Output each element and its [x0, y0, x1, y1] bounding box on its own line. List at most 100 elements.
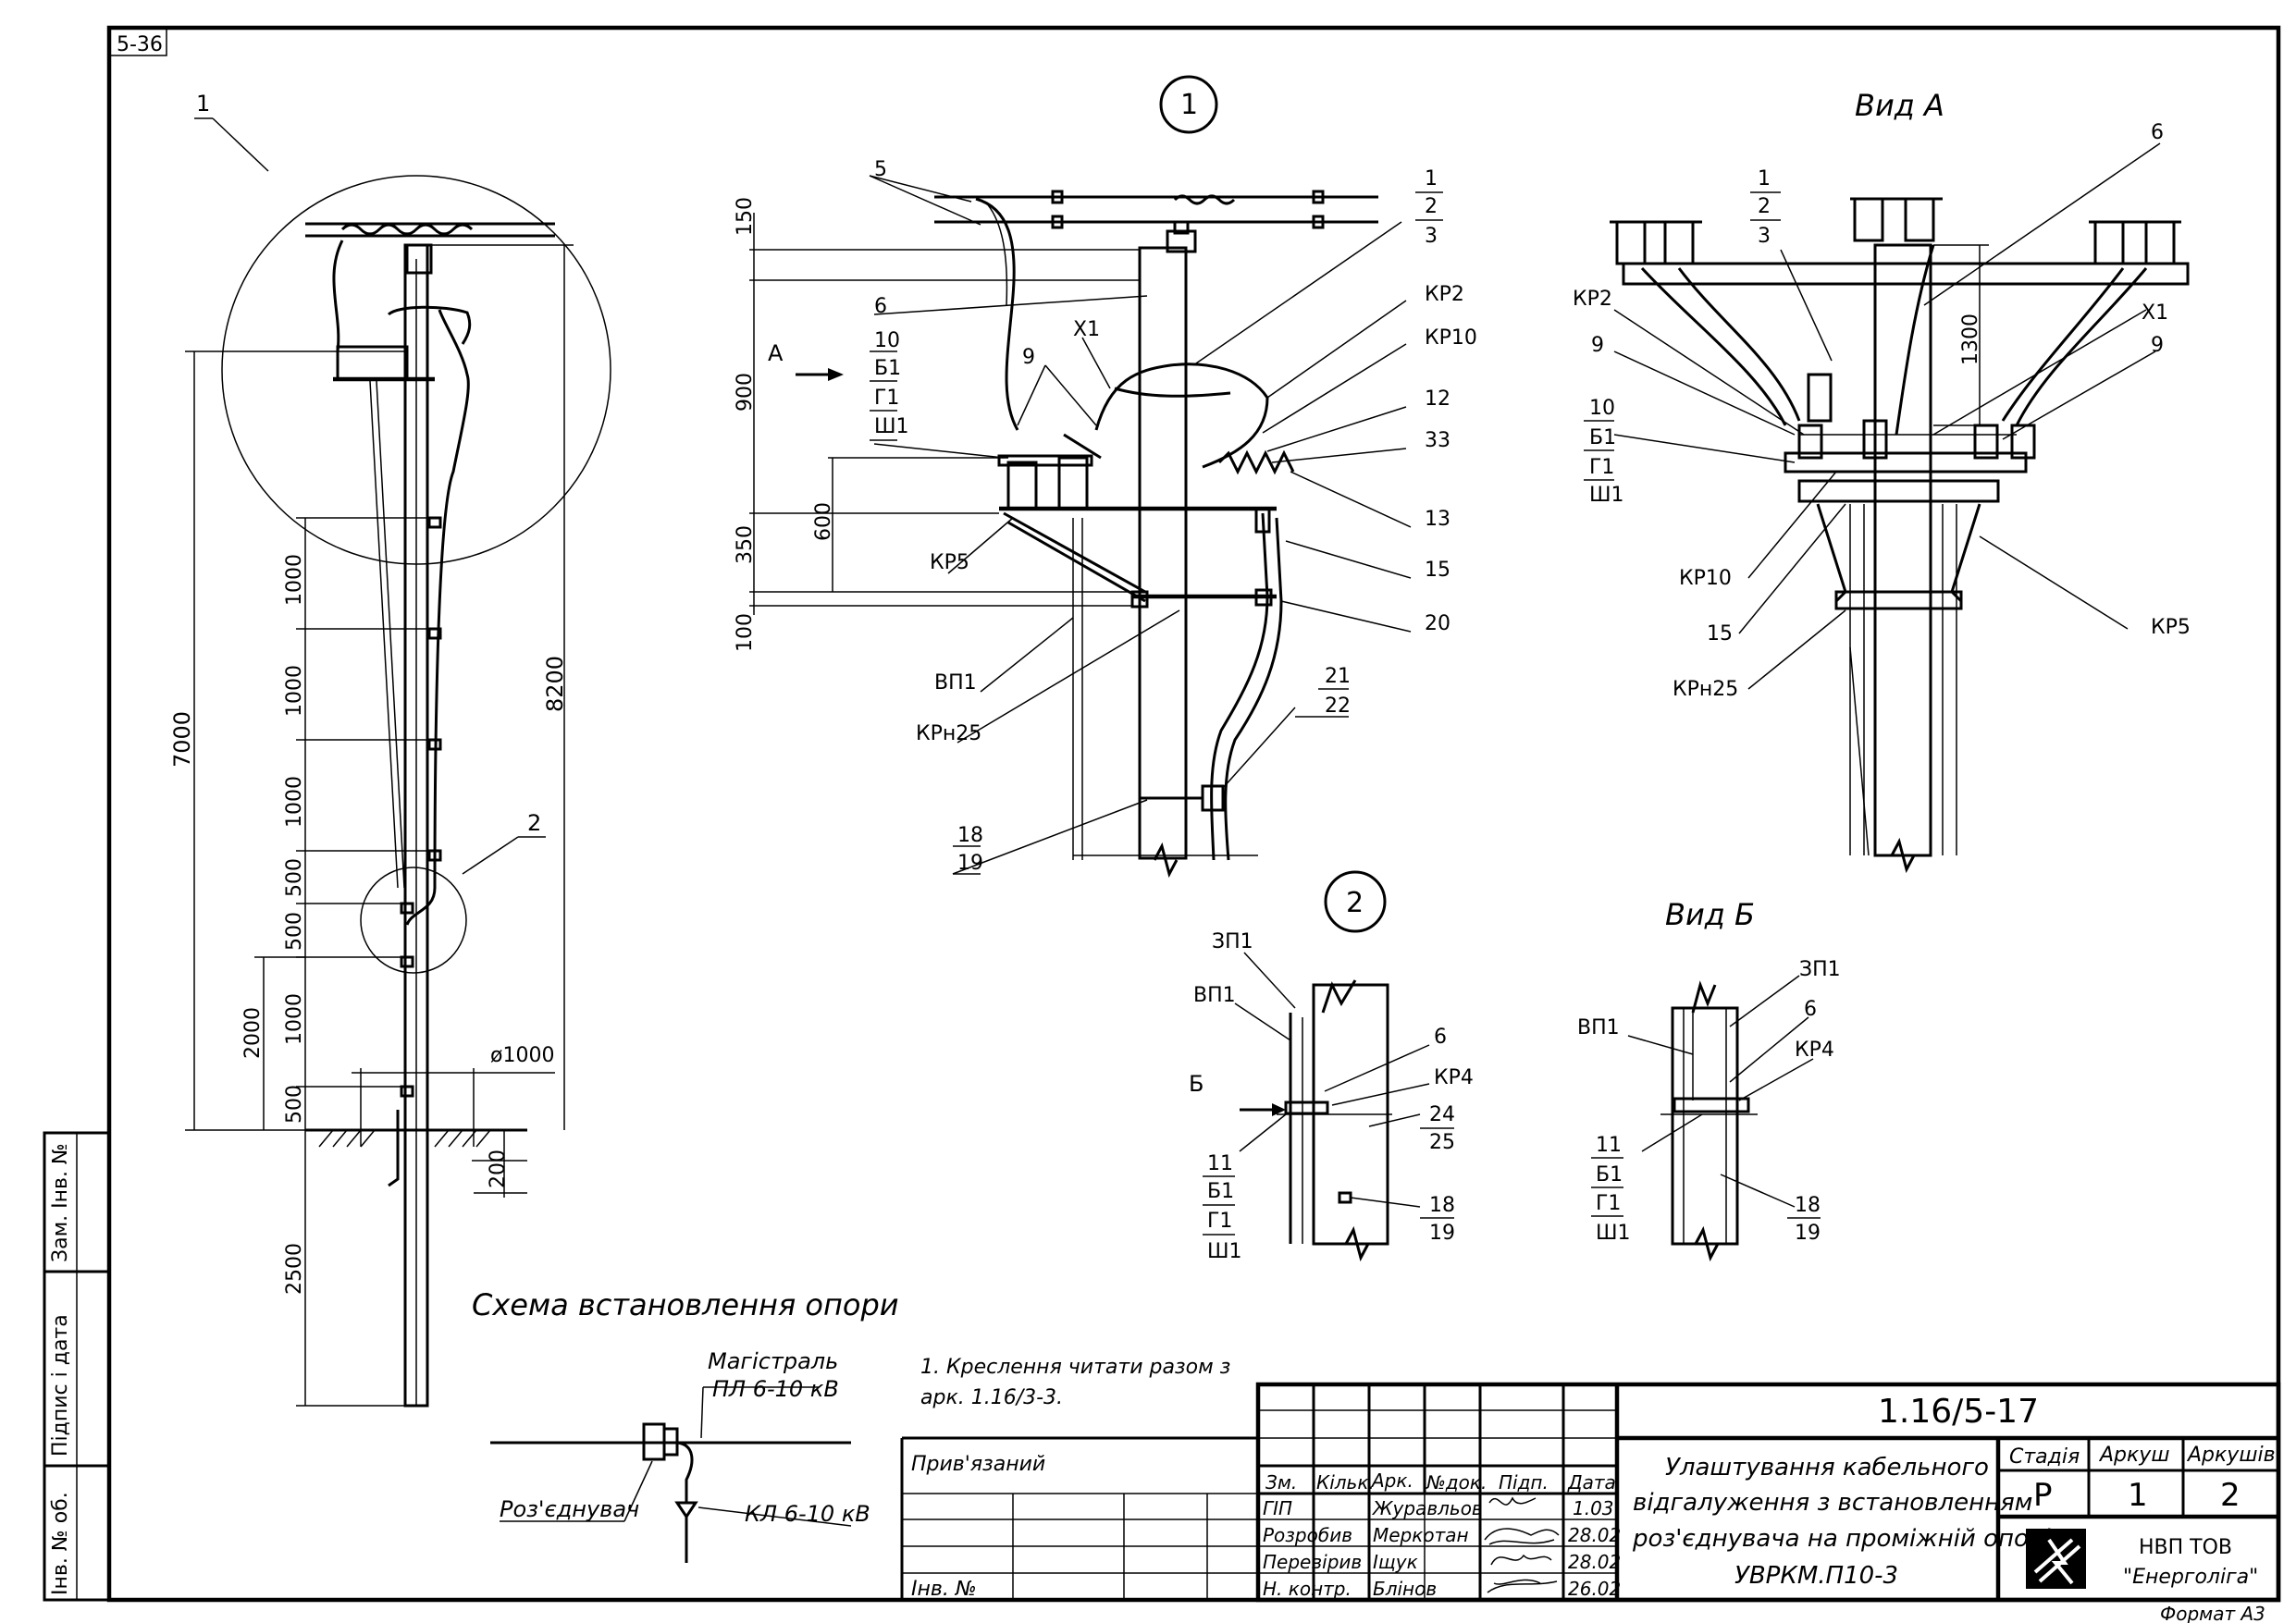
d2-label-zp1: ЗП1	[1212, 930, 1253, 953]
dim-8200: 8200	[542, 656, 568, 712]
d2-arrow-label: Б	[1189, 1071, 1204, 1097]
sheet-code: 5-36	[117, 33, 163, 56]
scheme-disconnector: Роз'єднувач	[500, 1496, 639, 1522]
view-b-label-b1: Б1	[1596, 1163, 1623, 1187]
tb-sheet-value: 1	[2128, 1477, 2148, 1514]
d1-label-15: 15	[1425, 559, 1450, 582]
tb-title-line-1: Улаштування кабельного	[1665, 1454, 1989, 1482]
view-a-label-2: 2	[1758, 195, 1771, 218]
dim-1000-d: 1000	[283, 993, 306, 1045]
installation-scheme: Схема встановлення опори Магістраль ПЛ 6…	[472, 1287, 899, 1563]
d1-arrow-label: А	[768, 340, 784, 366]
d2-label-g1: Г1	[1207, 1210, 1232, 1233]
d2-label-19: 19	[1429, 1222, 1455, 1245]
d1-label-3: 3	[1425, 225, 1438, 248]
dim-diameter: ø1000	[490, 1044, 554, 1067]
tb-title-line-3: роз'єднувача на проміжній опорі	[1632, 1525, 2051, 1553]
d1-label-18: 18	[957, 824, 983, 847]
tb-row1-date: 1.03	[1573, 1497, 1614, 1519]
view-a-label-3: 3	[1758, 225, 1771, 248]
tb-row3-role: Перевірив	[1263, 1551, 1362, 1573]
view-b-label-sh1: Ш1	[1596, 1222, 1631, 1245]
detail-2: 2 Б ЗП1 ВП1 6 КР4 24 25 11 Б1 Г1 Ш1	[1189, 870, 1474, 1263]
note-line-1: 1. Креслення читати разом з	[920, 1356, 1230, 1379]
title-block: Прив'язаний Інв. № 1.16/5-17 Зм. Кільк. …	[900, 1382, 2281, 1623]
d1-label-13: 13	[1425, 508, 1450, 531]
view-a-label-kr5: КР5	[2151, 616, 2191, 639]
d1-label-sh1: Ш1	[874, 415, 909, 438]
d1-label-33: 33	[1425, 429, 1450, 452]
view-a-label-kr10: КР10	[1679, 567, 1732, 590]
d1-label-5: 5	[874, 158, 887, 181]
view-b-label-g1: Г1	[1596, 1192, 1621, 1215]
d2-label-18: 18	[1429, 1194, 1455, 1217]
tb-row2-name: Меркотан	[1373, 1524, 1469, 1546]
view-a-label-kr2: КР2	[1573, 288, 1612, 311]
d2-label-24: 24	[1429, 1103, 1455, 1126]
d2-label-11: 11	[1207, 1152, 1233, 1175]
sheet-frame: 5-36 Зам. Інв. № Підпис і дата Інв. № об…	[43, 25, 2281, 1603]
view-a-dim-1300: 1300	[1959, 314, 1982, 365]
d1-label-22: 22	[1325, 695, 1351, 718]
d1-label-2: 2	[1425, 195, 1438, 218]
dim-7000: 7000	[169, 711, 195, 768]
view-a-label-sh1: Ш1	[1589, 484, 1624, 507]
d2-label-kr4: КР4	[1434, 1066, 1474, 1089]
view-b-label-zp1: ЗП1	[1799, 958, 1841, 981]
dim-500-a: 500	[283, 858, 306, 897]
tb-doc-code: 1.16/5-17	[1878, 1393, 2039, 1431]
d1-label-21: 21	[1325, 665, 1351, 688]
tb-row4-date: 26.02	[1568, 1578, 1621, 1600]
d1-label-20: 20	[1425, 612, 1450, 635]
note: 1. Креслення читати разом з арк. 1.16/3-…	[920, 1356, 1230, 1409]
tb-header-change: Зм.	[1265, 1471, 1297, 1494]
view-a-label-6: 6	[2151, 121, 2164, 144]
tb-inv: Інв. №	[911, 1578, 977, 1601]
d1-pole	[1138, 246, 1188, 860]
view-a-title: Вид А	[1855, 88, 1944, 123]
detail-circle-2	[360, 867, 467, 974]
view-a-label-g1: Г1	[1589, 456, 1614, 479]
view-b-label-kr4: КР4	[1795, 1039, 1834, 1062]
tb-row2-date: 28.02	[1568, 1524, 1621, 1546]
view-a-label-1: 1	[1758, 167, 1771, 191]
d2-label-25: 25	[1429, 1131, 1455, 1154]
d1-label-g1: Г1	[874, 387, 899, 410]
d1-dim-350: 350	[734, 525, 757, 564]
note-line-2: арк. 1.16/3-3.	[920, 1386, 1063, 1409]
d1-label-1: 1	[1425, 167, 1438, 191]
d1-label-b1: Б1	[874, 357, 901, 380]
view-b-label-19: 19	[1795, 1222, 1821, 1245]
view-a-label-krn25: КРн25	[1673, 678, 1738, 701]
side-label-inventory: Інв. № об.	[49, 1492, 72, 1595]
dim-1000-b: 1000	[283, 665, 306, 717]
dim-1000-c: 1000	[283, 776, 306, 828]
view-b-label-11: 11	[1596, 1134, 1622, 1157]
tb-row4-role: Н. контр.	[1263, 1578, 1352, 1600]
d2-label-b1: Б1	[1207, 1180, 1234, 1203]
view-a-label-x1: Х1	[2142, 301, 2168, 325]
view-a-label-9-right: 9	[2151, 334, 2164, 357]
tb-row2-role: Розробив	[1263, 1524, 1352, 1546]
d1-dim-600: 600	[812, 502, 835, 541]
d1-label-10: 10	[874, 329, 900, 352]
tb-header-sign: Підп.	[1499, 1471, 1549, 1494]
tb-row4-name: Блінов	[1373, 1578, 1437, 1600]
d1-label-6: 6	[874, 295, 887, 318]
tb-row3-name: Іщук	[1373, 1551, 1418, 1573]
tb-header-sheet: Арк.	[1370, 1469, 1413, 1492]
tb-sheet-label: Аркуш	[2098, 1444, 2169, 1467]
scheme-title: Схема встановлення опори	[472, 1287, 899, 1322]
tb-sheets-label: Аркушів	[2186, 1444, 2276, 1467]
dim-500-c: 500	[283, 1085, 306, 1124]
d1-dim-150: 150	[734, 197, 757, 236]
d1-label-kr5: КР5	[930, 551, 969, 574]
callout-2: 2	[527, 810, 541, 836]
dim-500-b: 500	[283, 912, 306, 951]
company-logo	[2026, 1529, 2086, 1589]
tb-header-count: Кільк.	[1316, 1471, 1375, 1494]
signatures	[1484, 1496, 1560, 1593]
d1-label-x1: Х1	[1073, 318, 1100, 341]
view-b-title: Вид Б	[1665, 897, 1755, 932]
scheme-cable: КЛ 6-10 кВ	[745, 1501, 870, 1527]
